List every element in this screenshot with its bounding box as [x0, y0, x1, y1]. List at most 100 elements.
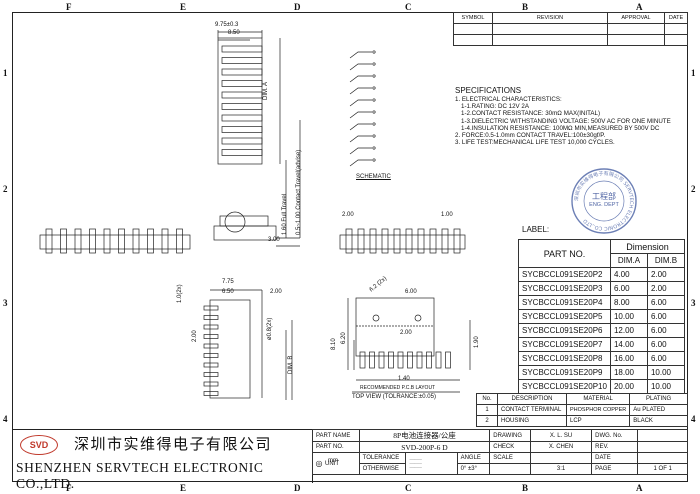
spec-line: 1. ELECTRICAL CHARACTERISTICS: [455, 96, 562, 103]
schematic-node [372, 74, 376, 78]
label-header-part: PART NO. [518, 239, 611, 268]
zone-bottom-a: A [636, 483, 643, 493]
dim-200d: 2.00 [400, 330, 412, 336]
dim-phi-pin: ø0.8(2x) [267, 317, 273, 340]
pcb-pad [407, 351, 413, 369]
specifications-title: SPECIFICATIONS [455, 86, 522, 95]
travel-contact: 0.5~1.00 Contact Travel(advise) [296, 149, 302, 235]
schematic-contact [349, 87, 372, 95]
company-name-en: SHENZHEN SERVTECH ELECTRONIC CO.,LTD. [16, 460, 264, 491]
schematic-node [372, 62, 376, 66]
zone-left-3: 3 [3, 298, 8, 308]
pcb-pad [435, 351, 442, 369]
pcb-pad [445, 351, 451, 369]
side-pin [221, 80, 263, 87]
front-pin [89, 228, 96, 254]
pcb-pad [378, 351, 385, 369]
stamp-ring-icon: 深圳市实维得电子有限公司 SERVTECH ELECTRONIC CO.,LTD [571, 168, 637, 234]
pcb-sub-caption: TOP VIEW (TOLRANCE:±0.05) [352, 394, 436, 400]
dim-810: 8.10 [331, 338, 337, 350]
label-title: LABEL: [522, 225, 550, 234]
bottom-view-body [209, 299, 251, 399]
dim-200a: 2.00 [342, 212, 354, 218]
company-name-cn: 深圳市实维得电子有限公司 [74, 435, 273, 453]
pcb-pad [426, 351, 432, 369]
front-pin [132, 228, 140, 254]
dim-190: 1.90 [474, 336, 480, 348]
dim-975: 9.75±0.3 [215, 22, 239, 28]
side-pin [221, 57, 263, 64]
zone-top-a: A [636, 2, 643, 12]
zone-bottom-c: C [405, 483, 412, 493]
bom-row: 2 HOUSING LCP BLACK [476, 415, 688, 427]
zone-left-1: 1 [3, 68, 8, 78]
front-pin-2 [393, 228, 401, 254]
zone-right-2: 2 [691, 184, 696, 194]
pcb-pad [416, 351, 423, 369]
schematic-node [372, 98, 376, 102]
zone-bottom-b: B [522, 483, 529, 493]
side-pin [221, 126, 263, 133]
bottom-pin [203, 324, 219, 330]
schematic-contact [349, 159, 372, 167]
schematic-node [372, 50, 376, 54]
front-pin [60, 228, 67, 254]
bottom-pin [203, 391, 219, 396]
dim-a: DIM. A [263, 81, 269, 100]
zone-right-3: 3 [691, 298, 696, 308]
side-pin [221, 91, 263, 99]
zone-bottom-f: F [66, 483, 72, 493]
pcb-caption: RECOMMENDED P.C.B LAYOUT [360, 385, 436, 391]
schematic-contact [349, 147, 372, 155]
dim-650: 6.50 [222, 289, 234, 295]
dim-100a: 1.00 [441, 212, 453, 218]
schematic-label: SCHEMATIC [356, 174, 391, 180]
front-view-body-2 [339, 234, 466, 250]
spec-line: 1-4.INSULATION RESISTANCE: 100MΩ MIN,MEA… [461, 124, 660, 132]
bottom-pin [203, 381, 219, 387]
schematic-contact [349, 75, 372, 83]
front-pin-2 [357, 228, 365, 254]
bottom-pin [203, 362, 219, 368]
svd-logo: SVD [20, 435, 58, 455]
unit-value: mm [328, 458, 338, 464]
front-view-body [39, 234, 191, 250]
stamp-sub-text: ENG. DEPT [589, 202, 619, 208]
zone-top-d: D [294, 2, 301, 12]
zone-bottom-e: E [180, 483, 187, 493]
bottom-pin [203, 343, 219, 349]
zone-left-2: 2 [3, 184, 8, 194]
front-pin-2 [369, 228, 377, 254]
front-pin-2 [417, 228, 425, 254]
front-pin-2 [381, 228, 389, 254]
dim-600: 6.00 [405, 289, 417, 295]
side-pin [221, 45, 263, 53]
dim-10: 1.0(2x) [177, 284, 183, 303]
bottom-pin [203, 372, 219, 377]
dim-b: DIM. B [288, 355, 294, 374]
dim-200b: 2.00 [270, 289, 282, 295]
side-pin [221, 114, 263, 122]
dim-775: 7.75 [222, 279, 234, 285]
front-pin [74, 228, 82, 254]
tolerance-grid: ─────────────── [405, 452, 458, 475]
dim-140: 1.40 [398, 376, 410, 382]
connector-side-body [217, 37, 263, 165]
schematic-node [372, 146, 376, 150]
zone-top-b: B [522, 2, 529, 12]
page-value: 1 OF 1 [637, 463, 688, 475]
front-pin-2 [345, 228, 353, 254]
schematic-contact [349, 123, 372, 131]
title-block: PART NAME 8P电池连接器/公座 DRAWING X. L. SU DW… [312, 429, 688, 475]
dim-620: 6.20 [341, 332, 347, 344]
zone-right-1: 1 [691, 68, 696, 78]
schematic-contact [349, 99, 372, 107]
company-block: SVD 深圳市实维得电子有限公司 SHENZHEN SERVTECH ELECT… [12, 429, 313, 491]
zone-top-e: E [180, 2, 187, 12]
schematic-node [372, 134, 376, 138]
specifications: SPECIFICATIONS 1. ELECTRICAL CHARACTERIS… [455, 86, 671, 146]
bottom-pin [203, 305, 219, 311]
